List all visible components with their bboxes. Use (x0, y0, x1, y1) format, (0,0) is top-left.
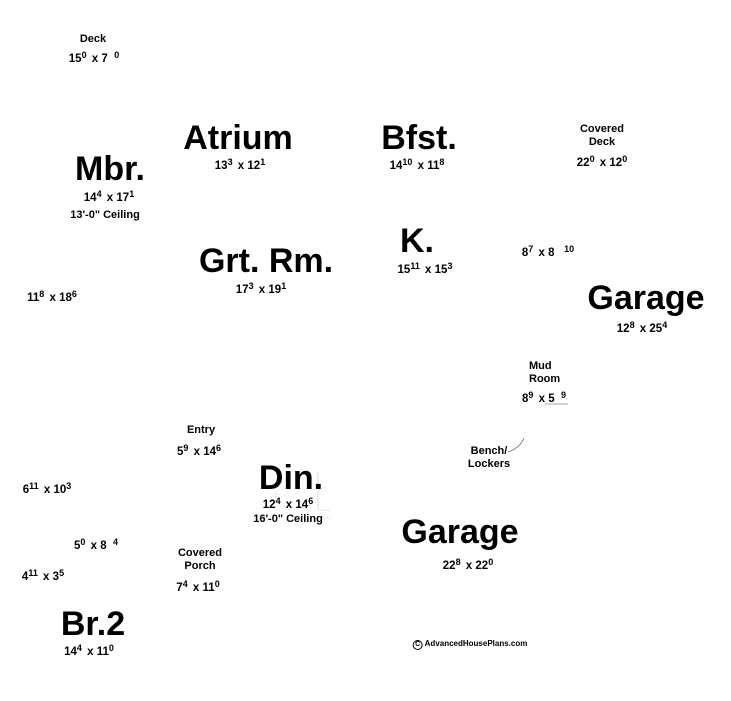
mbr-ceiling: 13'-0" Ceiling (70, 209, 140, 221)
room-11x18-dimensions: 118 x 186 (27, 289, 77, 305)
kitchen-dimensions: 1511 x 153 (397, 261, 453, 277)
atrium-dimensions: 133 x 121 (214, 157, 266, 173)
garage-bottom-dimensions: 228 x 220 (442, 557, 494, 573)
room-6x10-dimensions: 611 x 103 (22, 481, 72, 497)
deck-dimensions: 150 x 7 0 (68, 50, 120, 66)
deck-label: Deck (79, 33, 107, 45)
mud-room-dimensions: 89 x 5 9 (521, 390, 567, 406)
grt-rm-dimensions: 173 x 191 (235, 281, 287, 297)
br2-dimensions: 144 x 110 (64, 643, 114, 659)
covered-deck-dimensions: 220 x 120 (576, 154, 628, 170)
room-4x3-dimensions: 411 x 35 (21, 568, 65, 584)
kitchen-label: K. (400, 222, 434, 260)
covered-porch-dimensions: 74 x 110 (176, 579, 220, 595)
din-label: Din. (258, 459, 324, 497)
grt-rm-label: Grt. Rm. (198, 242, 334, 280)
room-8x8-dimensions: 87 x 8 10 (521, 244, 575, 260)
bfst-dimensions: 1410 x 118 (389, 157, 445, 173)
atrium-label: Atrium (183, 119, 293, 157)
mbr-label: Mbr. (75, 150, 145, 188)
entry-dimensions: 59 x 146 (176, 443, 222, 459)
bench-lockers-label: Bench/Lockers (467, 445, 511, 470)
garage-top-label: Garage (587, 279, 705, 317)
mbr-dimensions: 144 x 171 (83, 189, 135, 205)
bench-leader-line (507, 437, 525, 453)
garage-top-dimensions: 128 x 254 (616, 320, 668, 336)
din-dimensions: 124 x 146 (262, 496, 314, 512)
br2-label: Br.2 (60, 605, 126, 643)
garage-bottom-label: Garage (401, 513, 519, 551)
entry-label: Entry (186, 424, 216, 436)
bfst-label: Bfst. (381, 119, 457, 157)
room-5x8-dimensions: 50 x 8 4 (73, 537, 119, 553)
din-dotted-outline (258, 472, 330, 519)
din-ceiling: 16'-0" Ceiling (253, 513, 323, 525)
copyright-icon: C (412, 640, 423, 650)
